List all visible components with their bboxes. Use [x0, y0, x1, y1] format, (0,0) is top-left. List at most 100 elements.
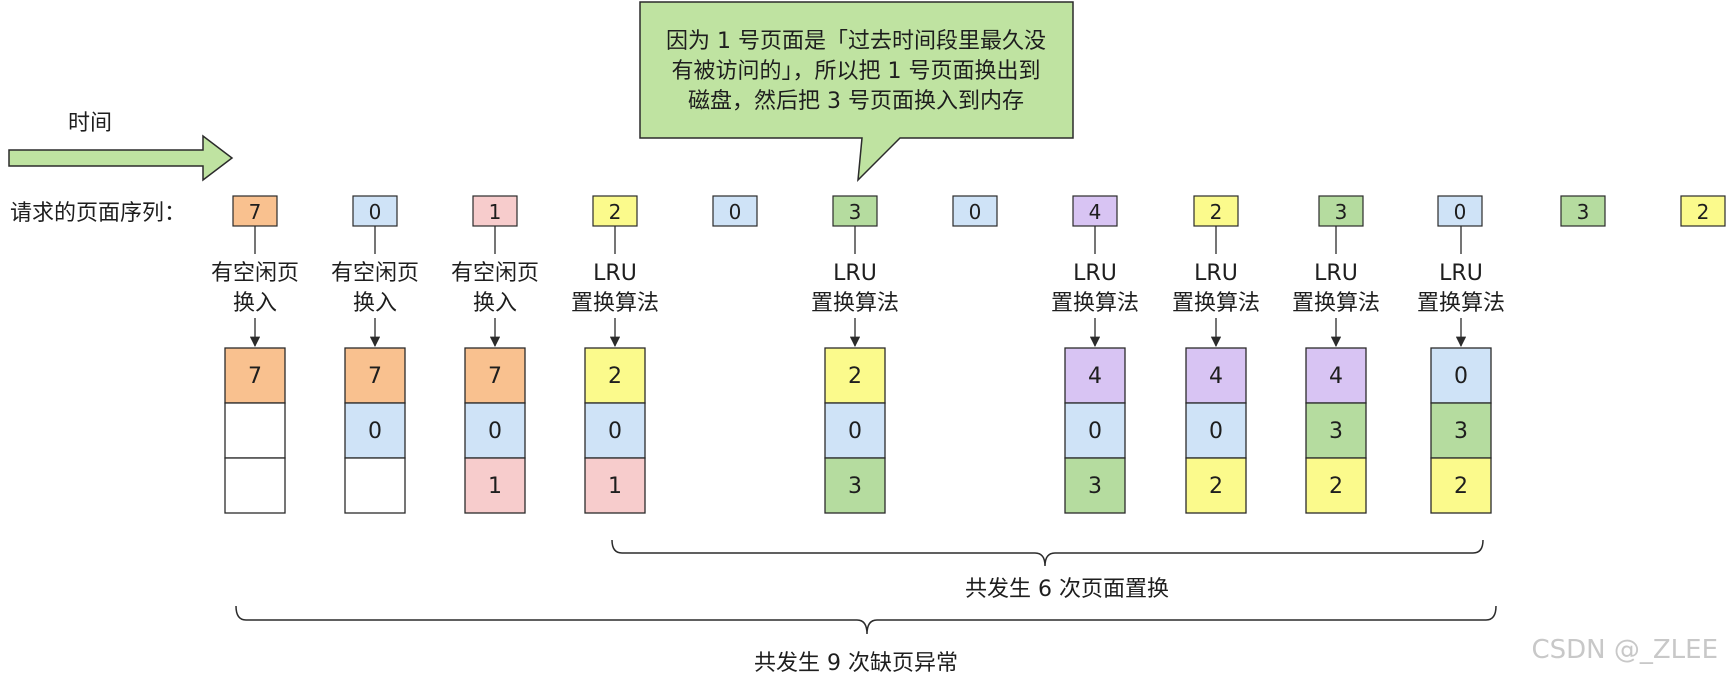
sequence-page-label: 3 [1577, 200, 1590, 224]
sequence-page-0 [232, 195, 278, 227]
memory-frame-label: 7 [488, 364, 502, 389]
memory-frame-label: 3 [1329, 419, 1343, 444]
sequence-page-label: 0 [1454, 200, 1467, 224]
memory-frame [1430, 457, 1492, 514]
callout-line-3: 磁盘，然后把 3 号页面换入到内存 [688, 89, 1024, 114]
memory-frame-label: 0 [488, 419, 502, 444]
memory-frame-label: 0 [1088, 419, 1102, 444]
step-label-line: 换入 [473, 291, 517, 316]
step-6: LRU 置换算法 4 0 2 [1172, 226, 1260, 514]
memory-frame [584, 347, 646, 404]
memory-frame-label: 4 [1088, 364, 1102, 389]
memory-frame [464, 347, 526, 404]
memory-frame-empty [344, 457, 406, 514]
sequence-page-label: 3 [1335, 200, 1348, 224]
memory-frame [824, 347, 886, 404]
step-label-line: 换入 [353, 291, 397, 316]
memory-frame [1064, 347, 1126, 404]
step-5: LRU 置换算法 4 0 3 [1051, 226, 1139, 514]
sequence-page-3 [592, 195, 638, 227]
memory-frame-label: 7 [368, 364, 382, 389]
fault-summary: 共发生 9 次缺页异常 [754, 651, 958, 676]
sequence-page-7 [1072, 195, 1118, 227]
memory-frame-label: 3 [848, 474, 862, 499]
memory-frame [1305, 347, 1367, 404]
sequence-page-label: 0 [729, 200, 742, 224]
memory-frame-label: 4 [1209, 364, 1223, 389]
memory-frame-empty [224, 457, 286, 514]
sequence-page-label: 2 [609, 200, 622, 224]
memory-frame-label: 0 [1454, 364, 1468, 389]
step-label-line: LRU [1314, 261, 1358, 286]
replacement-summary: 共发生 6 次页面置换 [965, 577, 1169, 602]
memory-frame-label: 0 [368, 419, 382, 444]
step-label-line: 有空闲页 [211, 261, 299, 286]
replacement-brace [611, 539, 1484, 567]
memory-frame-label: 1 [608, 474, 622, 499]
memory-frame [344, 347, 406, 404]
step-label-line: 置换算法 [1172, 291, 1260, 316]
sequence-page-label: 7 [249, 200, 262, 224]
memory-frame-label: 2 [1209, 474, 1223, 499]
sequence-page-label: 1 [489, 200, 502, 224]
memory-frame-label: 0 [1209, 419, 1223, 444]
memory-frame [824, 457, 886, 514]
memory-frame-label: 3 [1088, 474, 1102, 499]
callout-line-1: 因为 1 号页面是「过去时间段里最久没 [666, 29, 1046, 54]
sequence-page-2 [472, 195, 518, 227]
step-label-line: 置换算法 [1417, 291, 1505, 316]
step-label-line: LRU [833, 261, 877, 286]
memory-frame [824, 402, 886, 459]
step-label-line: 置换算法 [571, 291, 659, 316]
memory-frame-label: 2 [1454, 474, 1468, 499]
memory-frame [224, 347, 286, 404]
sequence-page-12 [1680, 195, 1726, 227]
memory-frame [464, 457, 526, 514]
memory-frame [1185, 457, 1247, 514]
step-label-line: LRU [593, 261, 637, 286]
memory-frame [1430, 402, 1492, 459]
sequence-page-6 [952, 195, 998, 227]
step-label-line: LRU [1073, 261, 1117, 286]
memory-frame [464, 402, 526, 459]
request-sequence: 7 0 1 2 0 3 0 4 2 3 0 3 2 [232, 195, 1726, 227]
step-label-line: 置换算法 [1292, 291, 1380, 316]
step-label-line: 有空闲页 [331, 261, 419, 286]
memory-frame [1064, 457, 1126, 514]
memory-frame-label: 0 [848, 419, 862, 444]
sequence-page-label: 2 [1697, 200, 1710, 224]
step-label-line: 换入 [233, 291, 277, 316]
memory-frame-empty [224, 402, 286, 459]
time-arrow-icon [8, 134, 234, 182]
step-label-line: 置换算法 [811, 291, 899, 316]
step-label-line: LRU [1439, 261, 1483, 286]
sequence-page-11 [1560, 195, 1606, 227]
memory-frame-label: 2 [1329, 474, 1343, 499]
step-label-line: 置换算法 [1051, 291, 1139, 316]
sequence-page-10 [1437, 195, 1483, 227]
callout-bubble [639, 1, 1074, 183]
memory-frame [584, 402, 646, 459]
sequence-page-label: 3 [849, 200, 862, 224]
step-label-line: 有空闲页 [451, 261, 539, 286]
sequence-page-label: 2 [1210, 200, 1223, 224]
memory-frame [344, 402, 406, 459]
sequence-page-label: 0 [969, 200, 982, 224]
sequence-page-5 [832, 195, 878, 227]
memory-frame [1305, 457, 1367, 514]
memory-frame-label: 1 [488, 474, 502, 499]
sequence-page-label: 4 [1089, 200, 1102, 224]
sequence-page-4 [712, 195, 758, 227]
sequence-page-label: 0 [369, 200, 382, 224]
callout-line-2: 有被访问的」，所以把 1 号页面换出到 [672, 59, 1041, 84]
step-label-line: LRU [1194, 261, 1238, 286]
replacement-steps: 有空闲页换入7有空闲页换入70有空闲页换入701LRU置换算法201LRU置换算… [211, 226, 1505, 514]
fault-brace [235, 605, 1497, 635]
